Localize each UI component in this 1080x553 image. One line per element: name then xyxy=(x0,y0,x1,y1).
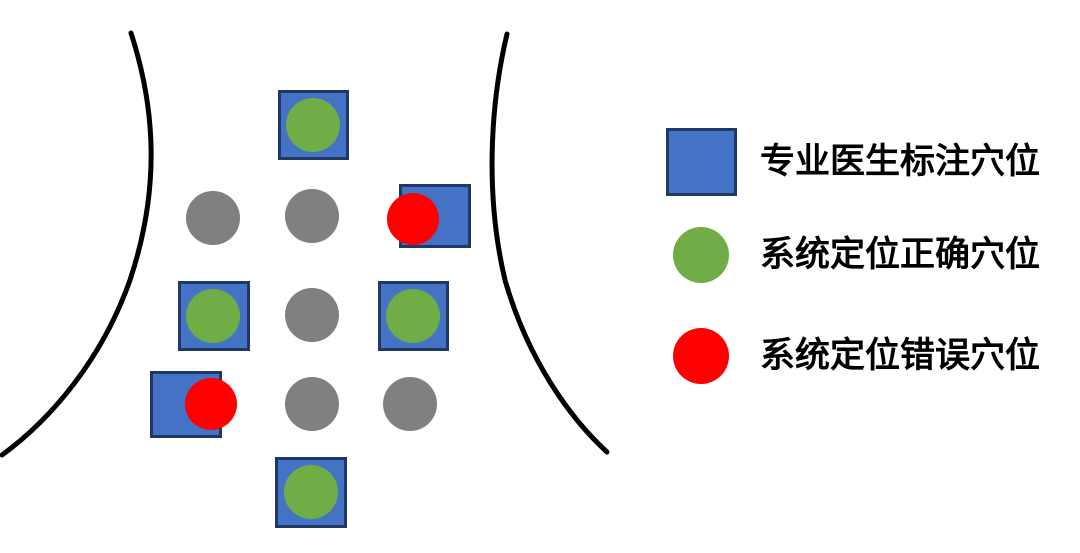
legend-item-correct: 系统定位正确穴位 xyxy=(660,227,1040,283)
legend-label-doctor: 专业医生标注穴位 xyxy=(760,141,1041,182)
legend: 专业医生标注穴位系统定位正确穴位系统定位错误穴位 xyxy=(660,0,1080,553)
blue-square-icon xyxy=(665,128,737,196)
system-correct-dot xyxy=(284,465,338,519)
system-correct-dot xyxy=(286,98,340,152)
green-circle-icon xyxy=(673,227,729,283)
system-correct-dot xyxy=(386,289,440,343)
legend-label-wrong: 系统定位错误穴位 xyxy=(760,335,1041,376)
torso-outline-right-curve xyxy=(489,31,610,455)
legend-swatch-slot xyxy=(660,128,742,196)
torso-outline xyxy=(0,30,610,458)
torso-outline-left-curve xyxy=(0,30,154,458)
red-circle-icon xyxy=(673,328,729,384)
system-correct-dot xyxy=(186,289,240,343)
legend-swatch-slot xyxy=(660,227,742,283)
legend-swatch-slot xyxy=(660,328,742,384)
candidate-point-dot xyxy=(186,191,240,245)
legend-item-wrong: 系统定位错误穴位 xyxy=(660,328,1040,384)
candidate-point-dot xyxy=(383,377,437,431)
legend-item-doctor: 专业医生标注穴位 xyxy=(660,128,1040,196)
candidate-point-dot xyxy=(285,288,339,342)
system-wrong-dot xyxy=(185,378,237,430)
candidate-point-dot xyxy=(285,189,339,243)
system-wrong-dot xyxy=(387,193,439,245)
candidate-point-dot xyxy=(285,377,339,431)
legend-label-correct: 系统定位正确穴位 xyxy=(760,234,1041,275)
